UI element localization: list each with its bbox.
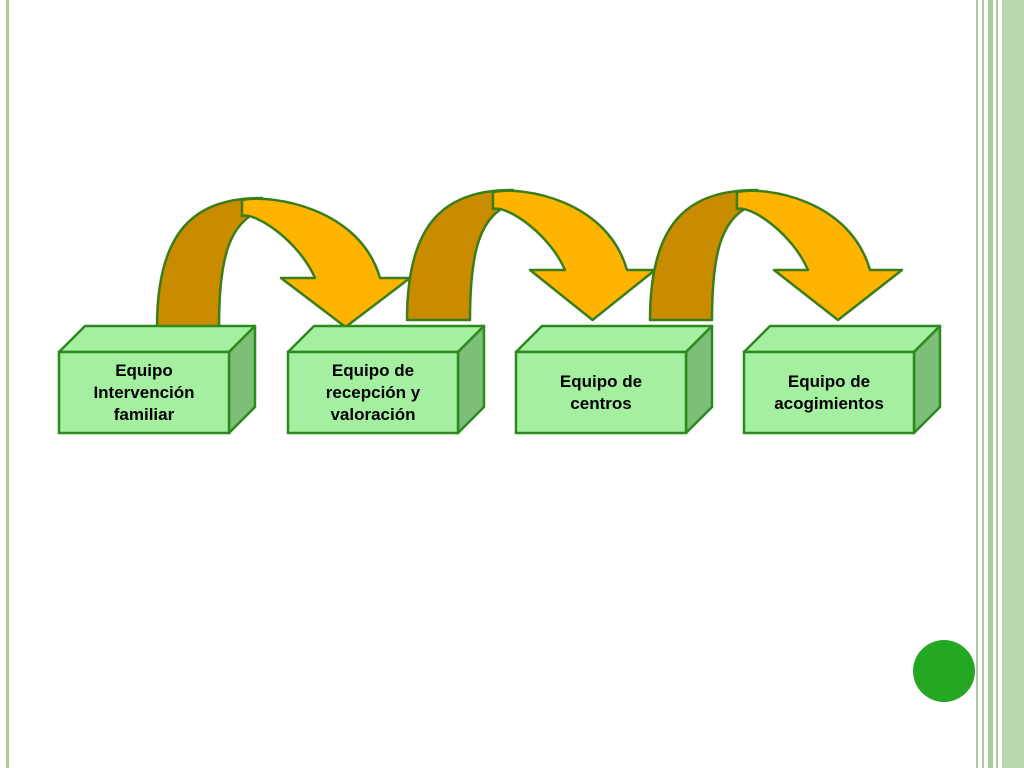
- box-front-face: [57, 350, 231, 435]
- step-label-1: Equipo Intervención familiar: [93, 360, 195, 424]
- connector-arrow-2: [405, 188, 657, 322]
- connector-arrows: [155, 188, 904, 329]
- box-top-face: [514, 324, 714, 354]
- step-box-4: [742, 324, 942, 435]
- connector-arrow-3: [648, 188, 904, 322]
- left-decorative-stripe: [6, 0, 9, 768]
- green-circle-decoration: [913, 640, 975, 702]
- right-stripe-1: [976, 0, 978, 768]
- box-front-face: [286, 350, 460, 435]
- step-label-4: Equipo de acogimientos: [774, 371, 884, 413]
- right-stripe-4: [996, 0, 998, 768]
- step-box-2: [286, 324, 486, 435]
- step-label-3: Equipo de centros: [559, 371, 643, 413]
- arrow-front-band: [735, 189, 904, 322]
- step-box-1: [57, 324, 257, 435]
- step-boxes: [57, 324, 942, 435]
- box-top-face: [286, 324, 486, 354]
- right-stripe-5: [1002, 0, 1024, 768]
- box-front-face: [514, 350, 688, 435]
- arrow-back-band: [155, 196, 264, 329]
- box-top-face: [742, 324, 942, 354]
- right-stripe-3: [988, 0, 993, 768]
- box-top-face: [57, 324, 257, 354]
- right-stripe-2: [982, 0, 984, 768]
- step-label-2: Equipo de recepción y valoración: [325, 360, 421, 424]
- step-box-3: [514, 324, 714, 435]
- right-decorative-border: [976, 0, 1024, 768]
- arrow-front-band: [240, 197, 412, 329]
- connector-arrow-1: [155, 196, 412, 329]
- arrow-front-band: [491, 189, 657, 322]
- box-front-face: [742, 350, 916, 435]
